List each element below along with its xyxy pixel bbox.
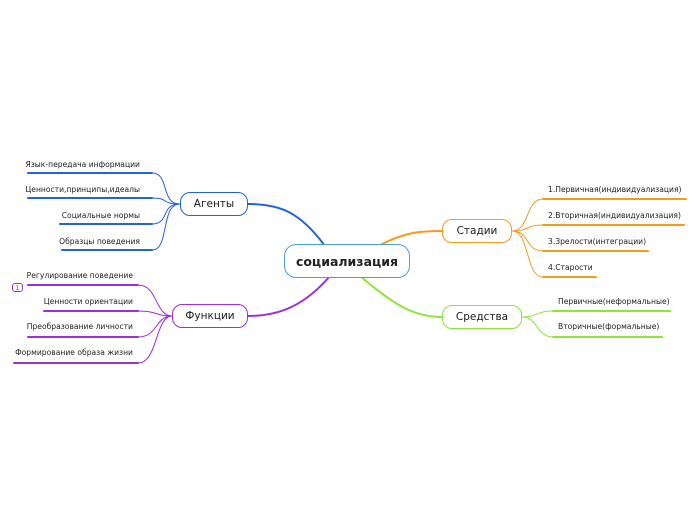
link-functions-4 xyxy=(137,315,173,364)
subtopic-stages-4[interactable]: 4.Старости xyxy=(548,263,593,272)
subtopic-stages-3[interactable]: 3.Зрелости(интеграции) xyxy=(548,237,647,246)
subtopic-functions-1[interactable]: Регулирование поведение xyxy=(26,271,133,280)
topic-stages[interactable]: Стадии xyxy=(442,219,512,243)
topic-agents[interactable]: Агенты xyxy=(180,192,248,216)
link-means-1 xyxy=(521,310,554,318)
link-central-agents xyxy=(247,203,326,247)
link-stages-2 xyxy=(511,224,544,232)
central-topic[interactable]: социализация xyxy=(284,244,410,278)
link-agents-2 xyxy=(151,197,181,205)
link-functions-3 xyxy=(137,315,173,338)
link-stages-3 xyxy=(511,230,544,252)
link-agents-4 xyxy=(151,203,181,251)
topic-means[interactable]: Средства xyxy=(442,305,522,329)
link-agents-3 xyxy=(151,203,181,225)
link-functions-2 xyxy=(137,310,173,317)
subtopic-functions-2[interactable]: Ценности ориентации xyxy=(43,297,133,306)
subtopic-functions-4[interactable]: Формирование образа жизни xyxy=(15,348,133,357)
link-central-functions xyxy=(247,275,331,317)
link-central-stages xyxy=(377,230,443,247)
subtopic-functions-3[interactable]: Преобразование личности xyxy=(26,322,133,331)
link-functions-1 xyxy=(137,284,173,317)
subtopic-stages-1[interactable]: 1.Первичная(индивидуализация) xyxy=(548,185,682,194)
subtopic-stages-2[interactable]: 2.Вторичная(индивидуализация) xyxy=(548,211,681,220)
item-count-badge[interactable]: 1 xyxy=(12,283,23,292)
link-stages-1 xyxy=(511,198,544,232)
subtopic-agents-3[interactable]: Социальные нормы xyxy=(61,211,140,220)
subtopic-agents-4[interactable]: Образцы поведения xyxy=(59,237,140,246)
link-central-means xyxy=(359,275,443,318)
link-stages-4 xyxy=(511,230,544,278)
subtopic-agents-1[interactable]: Язык-передача информации xyxy=(25,160,140,169)
link-means-2 xyxy=(521,316,554,338)
subtopic-agents-2[interactable]: Ценности,принципы,идеалы xyxy=(25,185,140,194)
subtopic-means-1[interactable]: Первичные(неформальные) xyxy=(558,297,670,306)
link-agents-1 xyxy=(151,172,181,205)
topic-functions[interactable]: Функции xyxy=(172,304,248,328)
subtopic-means-2[interactable]: Вторичные(формальные) xyxy=(558,322,660,331)
